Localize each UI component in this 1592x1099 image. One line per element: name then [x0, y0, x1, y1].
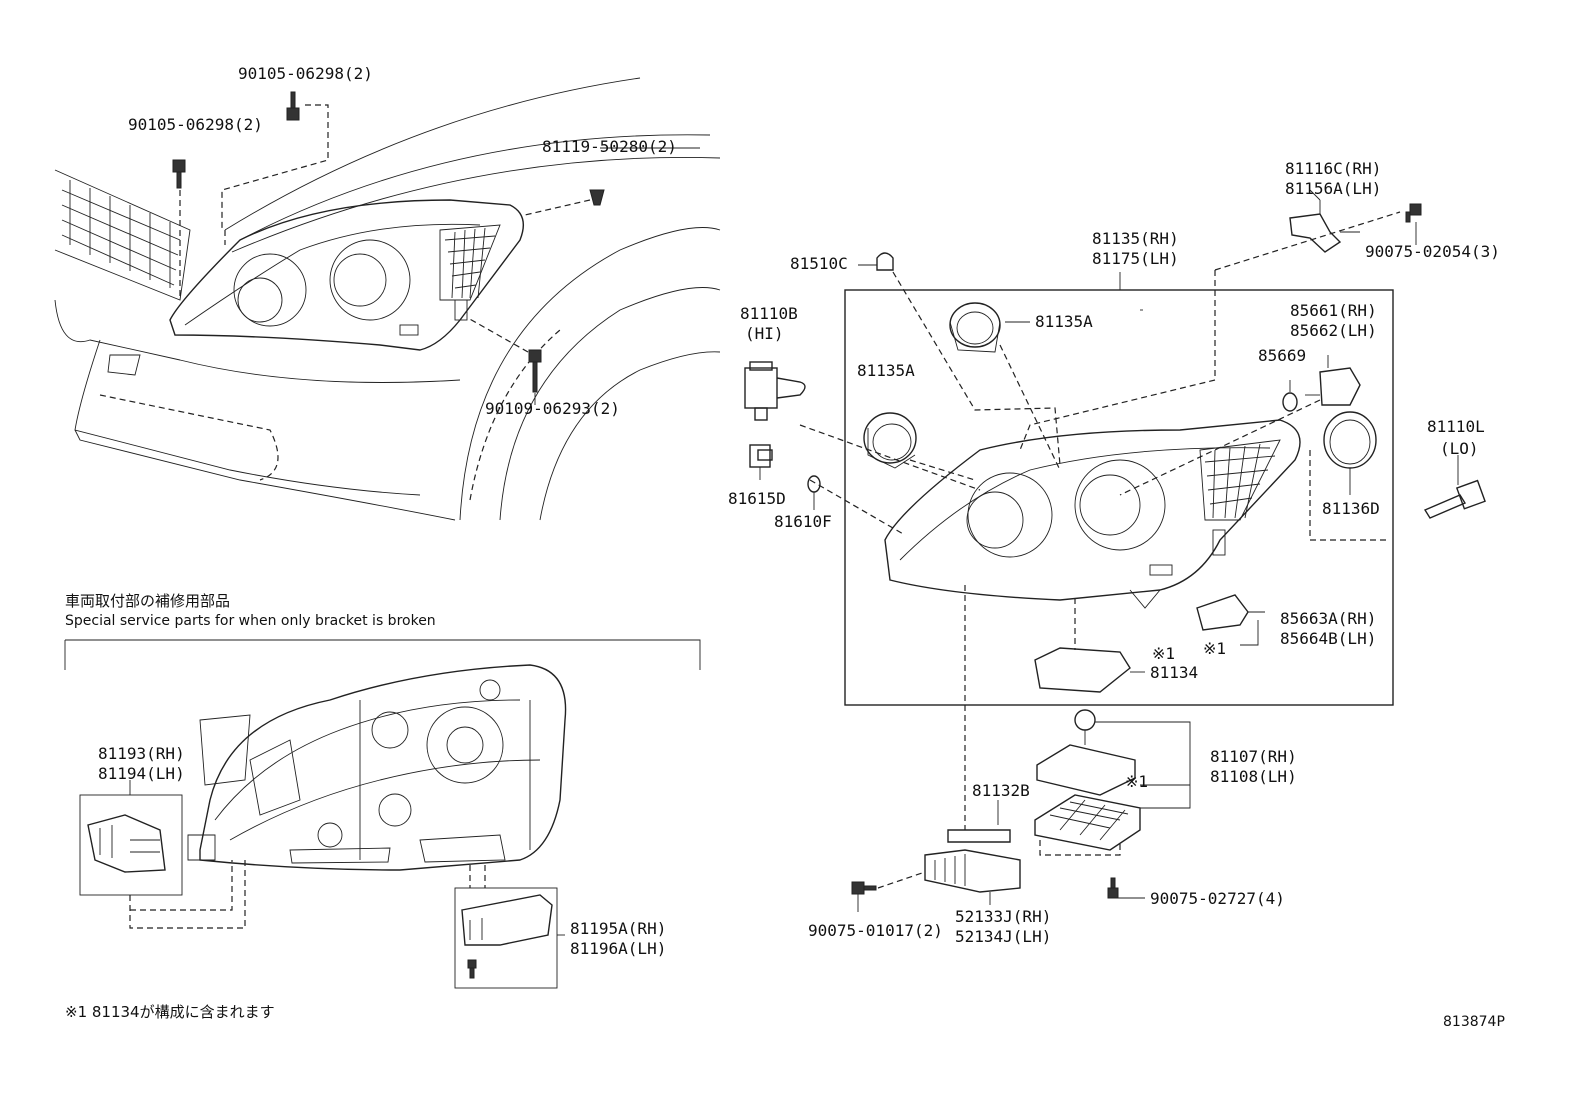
part-label-90075-01017: 90075-01017(2) [808, 921, 943, 940]
part-label-81135a-top: 81135A [1035, 312, 1093, 331]
part-label-81194: 81194(LH) [98, 764, 185, 783]
headlamp-rear-view [64, 639, 701, 989]
part-label-81107: 81107(RH) [1210, 747, 1297, 766]
part-label-81196a: 81196A(LH) [570, 939, 667, 958]
diagram-id: 813874P [1443, 1014, 1505, 1030]
part-label-81116c: 81116C(RH) [1285, 159, 1382, 178]
footnote: ※1 81134が構成に含まれます [65, 1003, 275, 1021]
headlamp-exploded-view [744, 200, 1486, 830]
bracket-box [79, 794, 183, 896]
ballast-cover-icon [1034, 784, 1190, 856]
bulb-icon [858, 252, 894, 271]
part-label-81510c: 81510C [790, 254, 848, 273]
part-label-81132b: 81132B [972, 781, 1030, 800]
part-label-52134j: 52134J(LH) [955, 927, 1052, 946]
bolt-icon [851, 871, 926, 912]
part-label-90105-left: 90105-06298(2) [128, 115, 263, 134]
gasket-icon [1034, 647, 1145, 693]
part-label-81135a-left: 81135A [857, 361, 915, 380]
seal-ring-icon [1323, 411, 1377, 495]
leveling-actuator-icon [1305, 355, 1361, 406]
part-label-81615d: 81615D [728, 489, 786, 508]
part-label-90105-top: 90105-06298(2) [238, 64, 373, 83]
part-label-81135-rh: 81135(RH) [1092, 229, 1179, 248]
leader-lines [1140, 189, 1321, 646]
bracket-icon [1289, 200, 1360, 253]
bracket-plate-icon [947, 829, 1011, 843]
part-label-81175-lh: 81175(LH) [1092, 249, 1179, 268]
bracket-icon [461, 894, 553, 979]
bolt-icon [467, 317, 542, 393]
part-label-81119: 81119-50280(2) [542, 137, 677, 156]
seal-ring-icon [949, 302, 1030, 353]
assembly-frame [844, 289, 1394, 706]
part-label-lo: (LO) [1440, 439, 1479, 458]
part-label-81193: 81193(RH) [98, 744, 185, 763]
bracket-block-icon [924, 849, 1021, 905]
part-label-81136d: 81136D [1322, 499, 1380, 518]
part-label-81108: 81108(LH) [1210, 767, 1297, 786]
part-label-85664b: 85664B(LH) [1280, 629, 1377, 648]
part-label-hi: (HI) [745, 324, 784, 343]
footnote-mark: ※1 [1125, 772, 1149, 791]
bolt-icon [1405, 203, 1422, 245]
part-label-90075-02727: 90075-02727(4) [1150, 889, 1285, 908]
bulb-icon [807, 475, 821, 510]
part-label-85662: 85662(LH) [1290, 321, 1377, 340]
note-english: Special service parts for when only brac… [65, 613, 436, 629]
part-label-85669: 85669 [1258, 346, 1307, 365]
seal-ring-icon [863, 412, 917, 469]
part-label-90109: 90109-06293(2) [485, 399, 620, 418]
hid-bulb-icon [1423, 455, 1486, 519]
bracket-icon [87, 814, 166, 873]
halogen-bulb-icon [744, 361, 806, 421]
connector-icon [1196, 594, 1265, 631]
footnote-mark: ※1 [1152, 644, 1176, 663]
footnote-mark: ※1 [1203, 639, 1227, 658]
screw-icon [1107, 877, 1145, 899]
part-label-52133j: 52133J(RH) [955, 907, 1052, 926]
note-japanese: 車両取付部の補修用部品 [65, 592, 231, 610]
ballast-assembly [851, 709, 1191, 912]
bolt-icon [221, 91, 329, 230]
part-label-81156a: 81156A(LH) [1285, 179, 1382, 198]
o-ring-icon [1282, 380, 1298, 412]
socket-icon [749, 444, 773, 480]
part-label-85661: 85661(RH) [1290, 301, 1377, 320]
ballast-computer-icon [1036, 709, 1191, 809]
bracket-box [454, 887, 558, 989]
part-label-90075-02054: 90075-02054(3) [1365, 242, 1500, 261]
clip-icon [524, 189, 605, 216]
bolt-icon [172, 159, 186, 298]
part-label-81110l: 81110L [1427, 417, 1485, 436]
part-label-81134: 81134 [1150, 663, 1199, 682]
part-label-85663a: 85663A(RH) [1280, 609, 1377, 628]
part-label-81195a: 81195A(RH) [570, 919, 667, 938]
part-label-81610f: 81610F [774, 512, 832, 531]
vehicle-front-illustration [54, 77, 721, 521]
part-label-81110b: 81110B [740, 304, 798, 323]
